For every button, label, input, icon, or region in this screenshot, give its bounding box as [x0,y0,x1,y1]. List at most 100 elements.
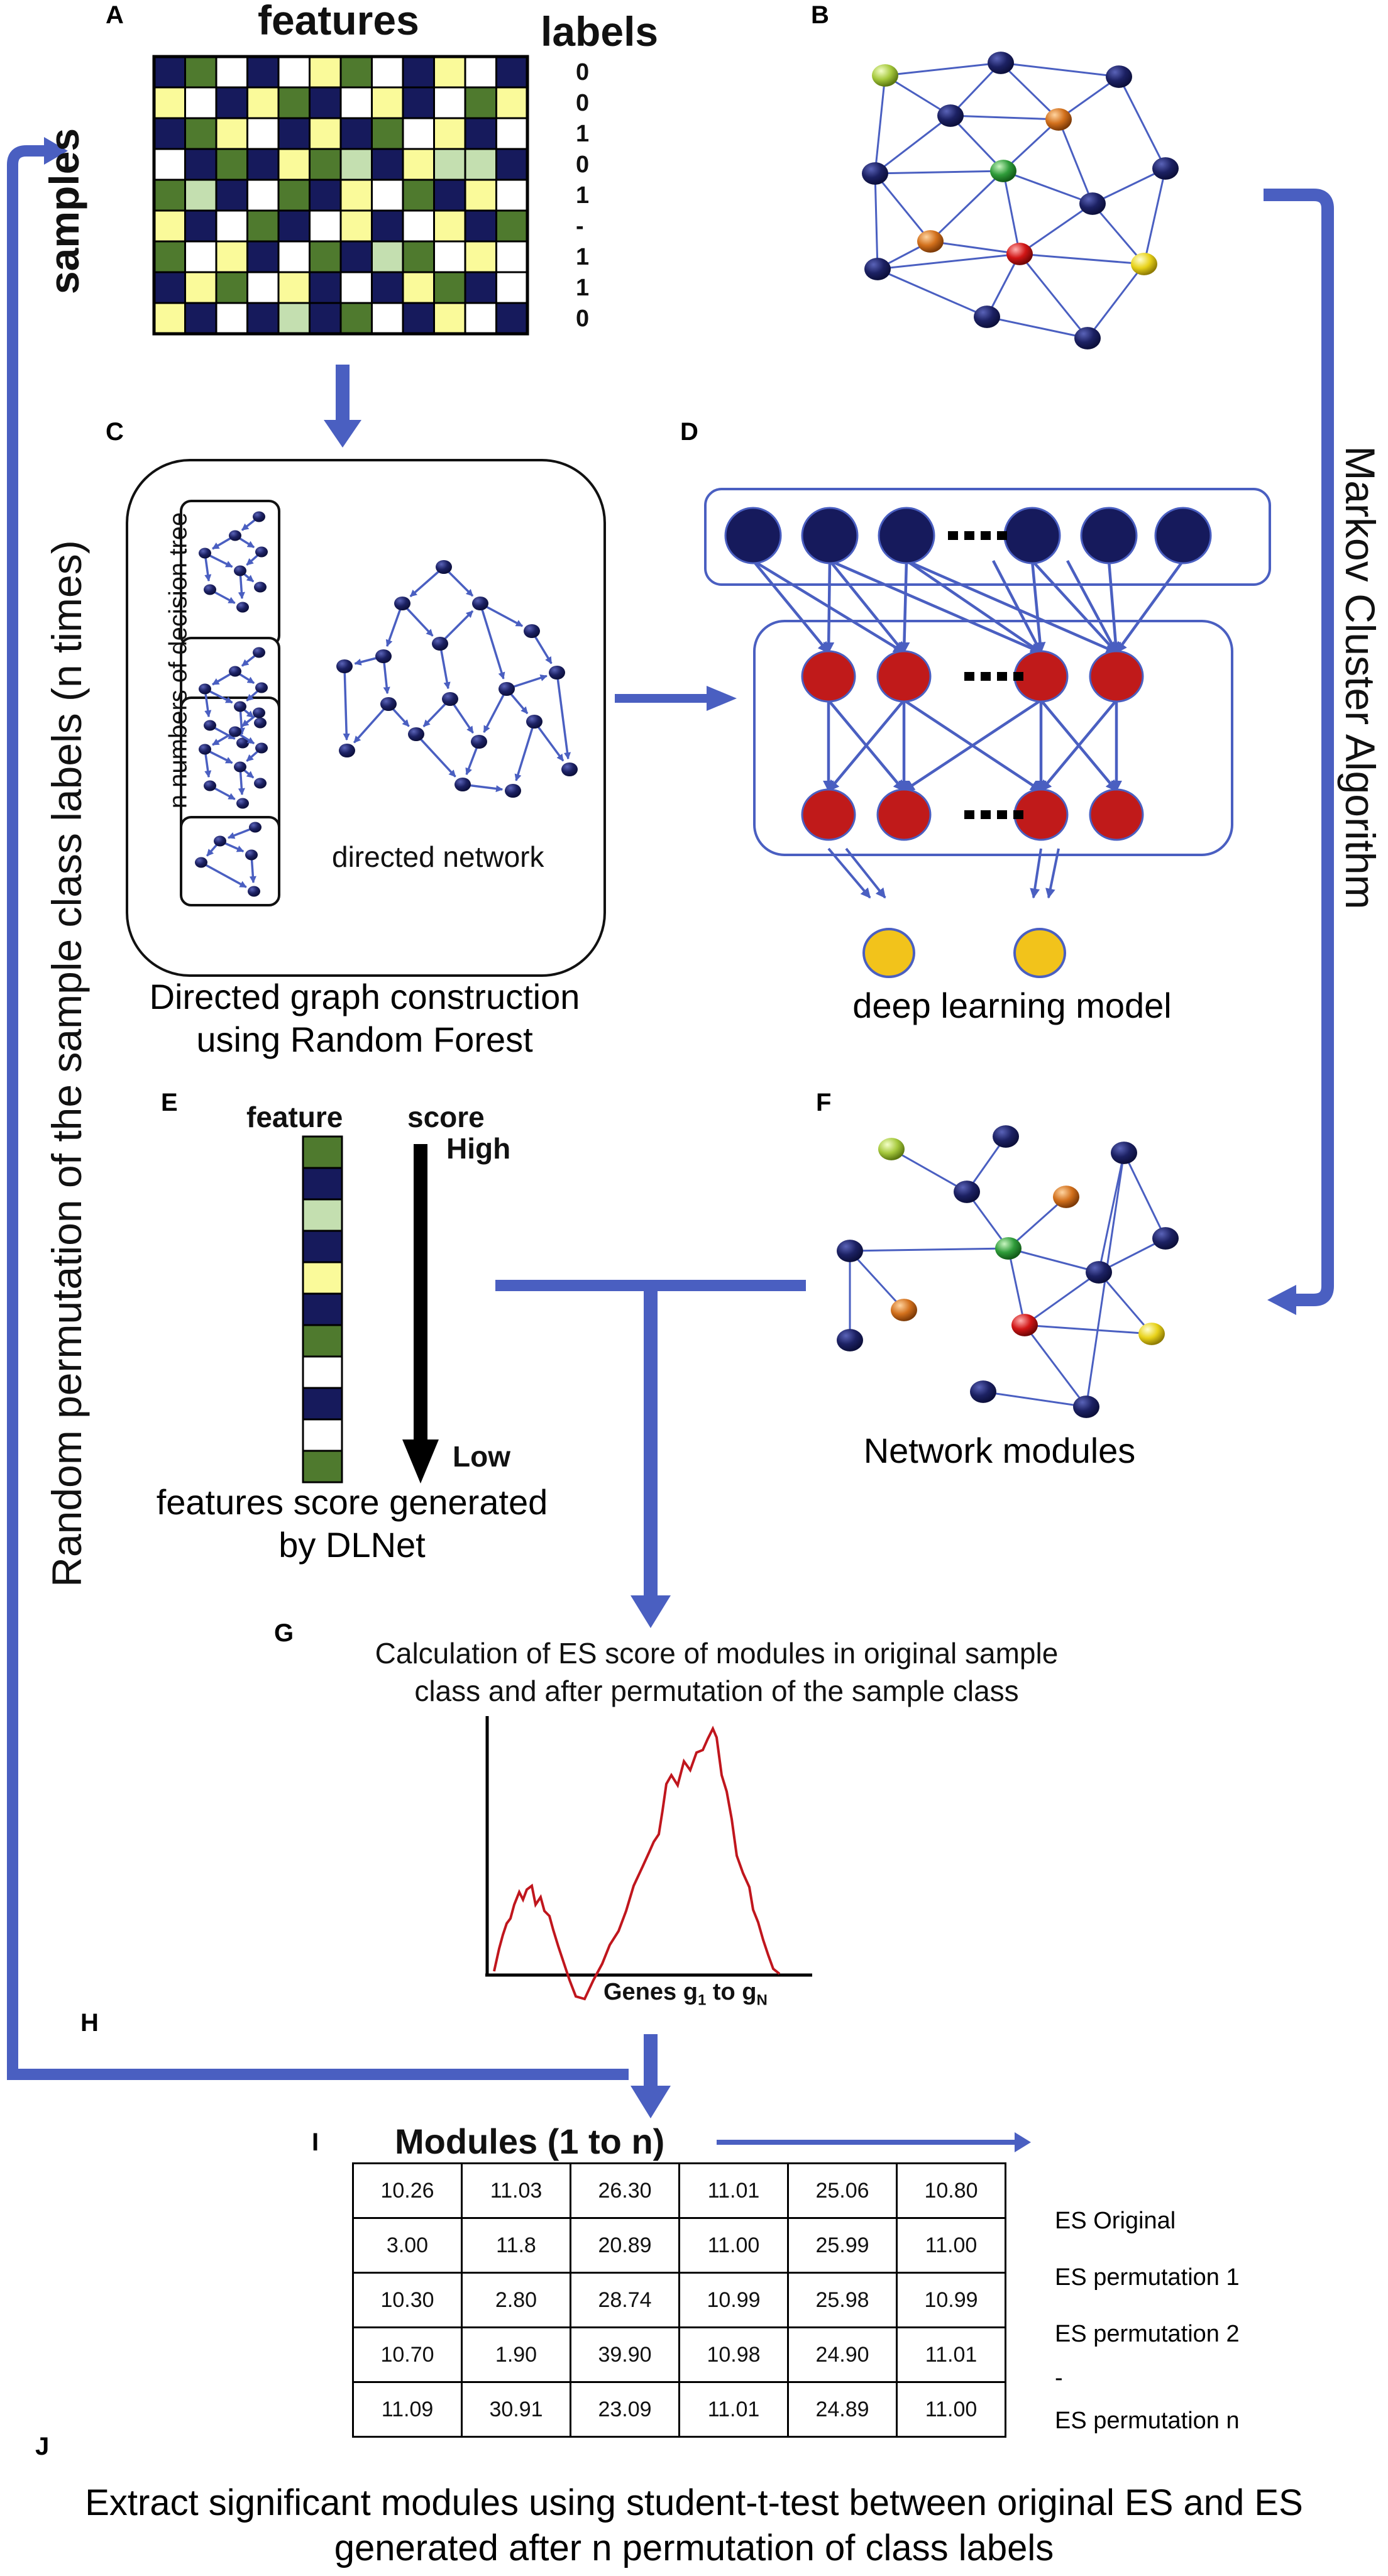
nn-edge [1030,560,1046,654]
matrix-cell [339,117,373,150]
panel-label-j: J [35,2433,50,2460]
matrix-cell [339,55,373,89]
network-node [837,1240,863,1262]
ellipsis-dot [964,672,974,681]
features-heading: features [258,0,419,43]
network-edge [983,1390,1087,1408]
matrix-cell [309,240,342,273]
x-label-sub1: 1 [697,1991,707,2009]
hidden-neuron [876,650,932,703]
class-label: 1 [576,182,590,209]
network-node [1073,1395,1099,1418]
matrix-cell [495,240,529,273]
nn-edge [905,559,1042,654]
network-node [549,665,565,680]
matrix-cell [309,55,342,89]
matrix-cell [339,271,373,304]
matrix-cell [464,148,497,181]
nn-edge [823,560,835,654]
es-table-cell: 24.89 [787,2381,898,2438]
matrix-cell [215,209,248,243]
matrix-cell [215,179,248,212]
input-neuron [878,507,935,564]
matrix-cell [402,271,435,304]
random-forest-caption: Directed graph construction using Random… [94,976,635,1061]
es-calc-caption: Calculation of ES score of modules in or… [270,1634,1163,1710]
network-edge [1086,263,1145,339]
network-node [526,714,543,729]
network-node [253,707,265,718]
matrix-cell [215,271,248,304]
network-node [937,104,964,127]
modules-arrow [717,2132,1031,2152]
matrix-cell [277,302,311,335]
es-table-cell: 10.70 [352,2326,463,2383]
matrix-cell [309,302,342,335]
es-table-cell: 24.90 [787,2326,898,2383]
score-cell [302,1324,343,1358]
matrix-cell [246,209,280,243]
network-edge [884,74,951,117]
matrix-cell [433,302,466,335]
matrix-cell [309,209,342,243]
network-node [249,822,262,833]
matrix-cell [339,86,373,119]
permutation-loop-arrow [7,137,629,2080]
network-node [236,602,249,613]
network-node [199,548,211,559]
network-edge [986,316,1088,339]
network-node [454,777,471,792]
decision-tree-stack [180,500,280,906]
output-neuron [1013,928,1066,978]
input-neuron [724,507,782,564]
feature-score-caption-line2: by DLNet [278,1525,426,1565]
panel-label-c: C [106,418,124,446]
es-table-cell: 26.30 [570,2162,680,2219]
matrix-cell [464,271,497,304]
network-edge [1008,1247,1099,1274]
ellipsis-dot [1013,672,1023,681]
feature-score-caption: features score generated by DLNet [126,1481,578,1566]
matrix-cell [153,117,186,150]
class-label: 0 [576,90,590,116]
matrix-cell [433,240,466,273]
class-label: 0 [576,151,590,178]
matrix-cell [495,148,529,181]
network-edge [1091,203,1145,265]
nn-edge [1115,559,1184,654]
network-node [255,742,268,754]
es-table-cell: 10.80 [896,2162,1006,2219]
feature-score-caption-line1: features score generated [156,1482,548,1522]
class-label: - [576,213,584,239]
matrix-cell [184,240,218,273]
network-node [1138,1323,1165,1345]
network-node [993,1125,1019,1148]
matrix-cell [433,271,466,304]
network-node [970,1380,996,1403]
es-row-label: ES permutation 1 [1055,2264,1240,2291]
es-plot-x-label: Genes g1 to gN [603,1979,768,2010]
matrix-cell [309,86,342,119]
es-table-cell: 39.90 [570,2326,680,2383]
score-arrow [402,1144,439,1483]
network-node [1011,1314,1038,1336]
es-table-cell: 25.98 [787,2272,898,2328]
network-node [954,1181,980,1203]
network-node [236,798,249,809]
network-node [1053,1186,1079,1208]
network-node [837,1329,863,1351]
class-label: 0 [576,305,590,332]
matrix-cell [495,86,529,119]
network-node [204,584,216,595]
matrix-cell [402,148,435,181]
network-edge [1008,1196,1067,1250]
ellipsis-dot [1013,810,1023,819]
es-table-cell: 10.98 [678,2326,789,2383]
hidden-neuron [801,788,856,841]
decision-tree-label: n numbers of decision tree [164,512,192,809]
network-node [1106,65,1132,88]
